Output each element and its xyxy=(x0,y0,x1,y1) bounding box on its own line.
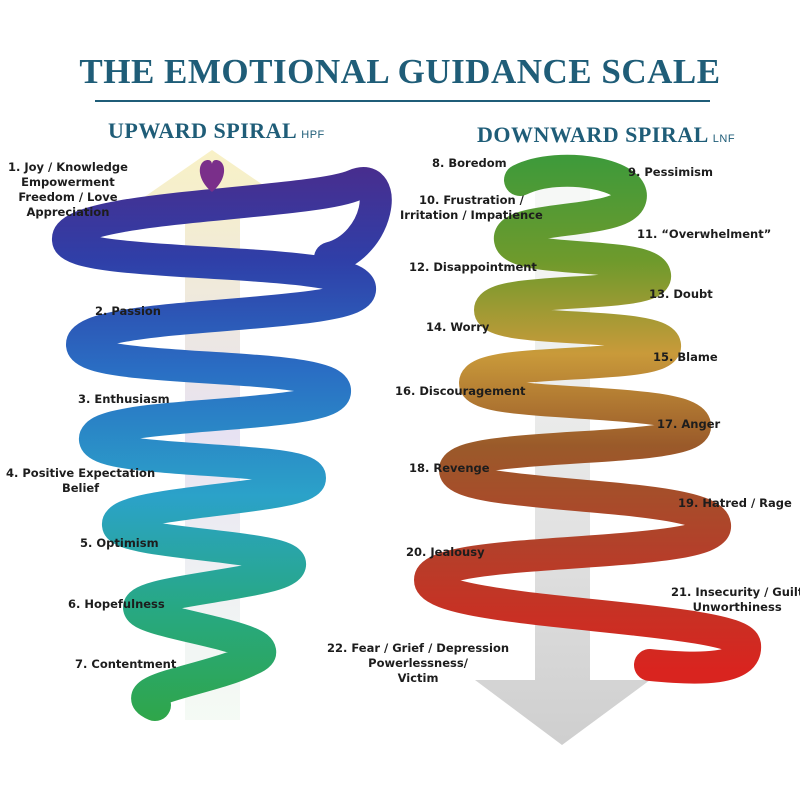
downward-heading-text: DOWNWARD SPIRAL xyxy=(477,122,709,147)
upward-item-1: 1. Joy / Knowledge Empowerment Freedom /… xyxy=(8,160,128,220)
upward-item-1-line1: 1. Joy / Knowledge xyxy=(8,160,128,174)
downward-item-14: 14. Worry xyxy=(426,320,490,334)
title-divider xyxy=(95,100,710,102)
downward-heading-suffix: LNF xyxy=(712,133,736,145)
upward-heading-suffix: HPF xyxy=(301,129,325,141)
downward-item-12: 12. Disappointment xyxy=(409,260,537,274)
heart-icon xyxy=(199,160,225,192)
downward-item-20: 20. Jealousy xyxy=(406,545,485,559)
downward-item-19: 19. Hatred / Rage xyxy=(678,496,792,510)
downward-item-22-line2: Powerlessness/ xyxy=(368,656,468,670)
upward-item-4-line2: Belief xyxy=(61,481,100,495)
upward-item-7: 7. Contentment xyxy=(75,657,177,671)
page-title: THE EMOTIONAL GUIDANCE SCALE xyxy=(79,52,721,91)
downward-item-21-line1: 21. Insecurity / Guilt xyxy=(671,585,800,599)
downward-item-13: 13. Doubt xyxy=(649,287,713,301)
up-arrow xyxy=(140,150,285,720)
downward-item-8: 8. Boredom xyxy=(432,156,507,170)
downward-spiral xyxy=(414,154,761,684)
downward-item-18: 18. Revenge xyxy=(409,461,490,475)
upward-item-3: 3. Enthusiasm xyxy=(78,392,170,406)
upward-item-1-line2: Empowerment xyxy=(21,175,115,189)
downward-item-10-line2: Irritation / Impatience xyxy=(400,208,543,222)
downward-item-10: 10. Frustration / Irritation / Impatienc… xyxy=(400,193,543,223)
downward-item-22: 22. Fear / Grief / Depression Powerlessn… xyxy=(327,641,509,686)
upward-item-5: 5. Optimism xyxy=(80,536,159,550)
downward-item-21-line2: Unworthiness xyxy=(692,600,782,614)
downward-item-21: 21. Insecurity / Guilt Unworthiness xyxy=(671,585,800,615)
upward-item-1-line4: Appreciation xyxy=(26,205,110,219)
downward-item-16: 16. Discouragement xyxy=(395,384,526,398)
downward-item-22-line3: Victim xyxy=(397,671,439,685)
upward-item-4-line1: 4. Positive Expectation xyxy=(6,466,156,480)
downward-item-11: 11. “Overwhelment” xyxy=(637,227,772,241)
upward-spiral xyxy=(52,167,392,721)
upward-item-2: 2. Passion xyxy=(95,304,161,318)
downward-item-17: 17. Anger xyxy=(657,417,721,431)
upward-heading-text: UPWARD SPIRAL xyxy=(108,118,298,143)
downward-item-9: 9. Pessimism xyxy=(628,165,713,179)
downward-item-15: 15. Blame xyxy=(653,350,718,364)
upward-item-1-line3: Freedom / Love xyxy=(18,190,118,204)
downward-item-22-line1: 22. Fear / Grief / Depression xyxy=(327,641,510,655)
downward-item-10-line1: 10. Frustration / xyxy=(419,193,524,207)
upward-item-6: 6. Hopefulness xyxy=(68,597,165,611)
upward-item-4: 4. Positive Expectation Belief xyxy=(6,466,155,496)
